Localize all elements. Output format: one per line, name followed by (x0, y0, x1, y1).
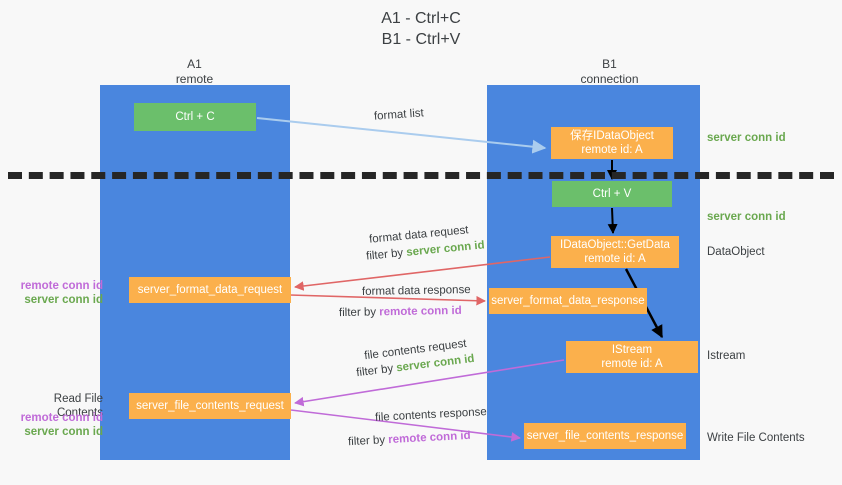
edge-label-format-data-response: format data response (362, 283, 471, 300)
node-file-contents-response-label: server_file_contents_response (526, 430, 684, 442)
lane-a1-role: remote (175, 72, 214, 86)
annotation-istream: Istream (707, 350, 746, 362)
edge-filter-format-data-response: filter by remote conn id (339, 304, 462, 321)
annotation-left-conn-ids-top: remote conn id server conn id (7, 279, 103, 307)
node-server-file-contents-request[interactable]: server_file_contents_request (129, 393, 291, 419)
annotation-left-conn-ids-bottom: remote conn id server conn id (7, 411, 103, 439)
lane-b1-name: B1 (602, 57, 617, 71)
node-save-idataobject-line1: 保存IDataObject (570, 130, 654, 142)
node-ctrl-c-label: Ctrl + C (175, 111, 215, 123)
node-save-idataobject-line2: remote id: A (581, 144, 643, 156)
node-save-idataobject[interactable]: 保存IDataObject remote id: A (551, 127, 673, 159)
divider-line (8, 172, 834, 179)
node-getdata-line1: IDataObject::GetData (560, 239, 670, 251)
edge-file-contents-response-text: file contents response (374, 406, 488, 424)
node-server-format-data-response[interactable]: server_format_data_response (489, 288, 647, 314)
annotation-remote-conn-id: remote conn id (20, 280, 103, 292)
title-line-2: B1 - Ctrl+V (381, 31, 461, 48)
lane-b1-role: connection (580, 72, 639, 86)
annotation-remote-conn-id: remote conn id (20, 412, 103, 424)
annotation-dataobject: DataObject (707, 246, 765, 258)
lane-a1-name: A1 (187, 57, 202, 71)
filter-prefix: filter by (347, 434, 389, 449)
annotation-server-conn-id: server conn id (24, 294, 103, 306)
node-format-data-response-label: server_format_data_response (491, 295, 645, 307)
filter-prefix: filter by (338, 306, 380, 320)
edge-label-format-list: format list (374, 106, 425, 124)
edge-filter-file-contents-response: filter by remote conn id (348, 429, 471, 450)
page-title: A1 - Ctrl+C B1 - Ctrl+V (0, 8, 842, 50)
node-ctrl-c[interactable]: Ctrl + C (134, 103, 256, 131)
filter-key-remote-conn-id: remote conn id (379, 304, 462, 319)
annotation-server-conn-id: server conn id (24, 426, 103, 438)
node-format-data-request-label: server_format_data_request (137, 284, 283, 296)
node-ctrl-v-label: Ctrl + V (592, 188, 632, 200)
title-line-1: A1 - Ctrl+C (381, 10, 461, 27)
lane-header-b1: B1 connection (527, 57, 692, 87)
node-server-file-contents-response[interactable]: server_file_contents_response (524, 423, 686, 449)
filter-prefix: filter by (365, 246, 407, 263)
node-istream-line1: IStream (611, 344, 653, 356)
edge-label-file-contents-response: file contents response (375, 405, 488, 426)
node-server-format-data-request[interactable]: server_format_data_request (129, 277, 291, 303)
node-istream-line2: remote id: A (601, 358, 663, 370)
node-idataobject-getdata[interactable]: IDataObject::GetData remote id: A (551, 236, 679, 268)
annotation-server-conn-id-mid: server conn id (707, 211, 786, 223)
filter-prefix: filter by (355, 362, 398, 380)
lane-header-a1: A1 remote (112, 57, 277, 87)
node-ctrl-v[interactable]: Ctrl + V (552, 181, 672, 207)
filter-key-remote-conn-id: remote conn id (387, 429, 471, 447)
edge-format-list-text: format list (373, 107, 425, 123)
edge-format-data-response-text: format data response (361, 284, 471, 298)
annotation-write-file-contents: Write File Contents (707, 432, 805, 444)
node-istream[interactable]: IStream remote id: A (566, 341, 698, 373)
node-getdata-line2: remote id: A (584, 253, 646, 265)
annotation-server-conn-id-top: server conn id (707, 132, 786, 144)
annotation-read-file-contents: Read File Contents (53, 393, 103, 419)
node-file-contents-request-label: server_file_contents_request (136, 400, 284, 412)
